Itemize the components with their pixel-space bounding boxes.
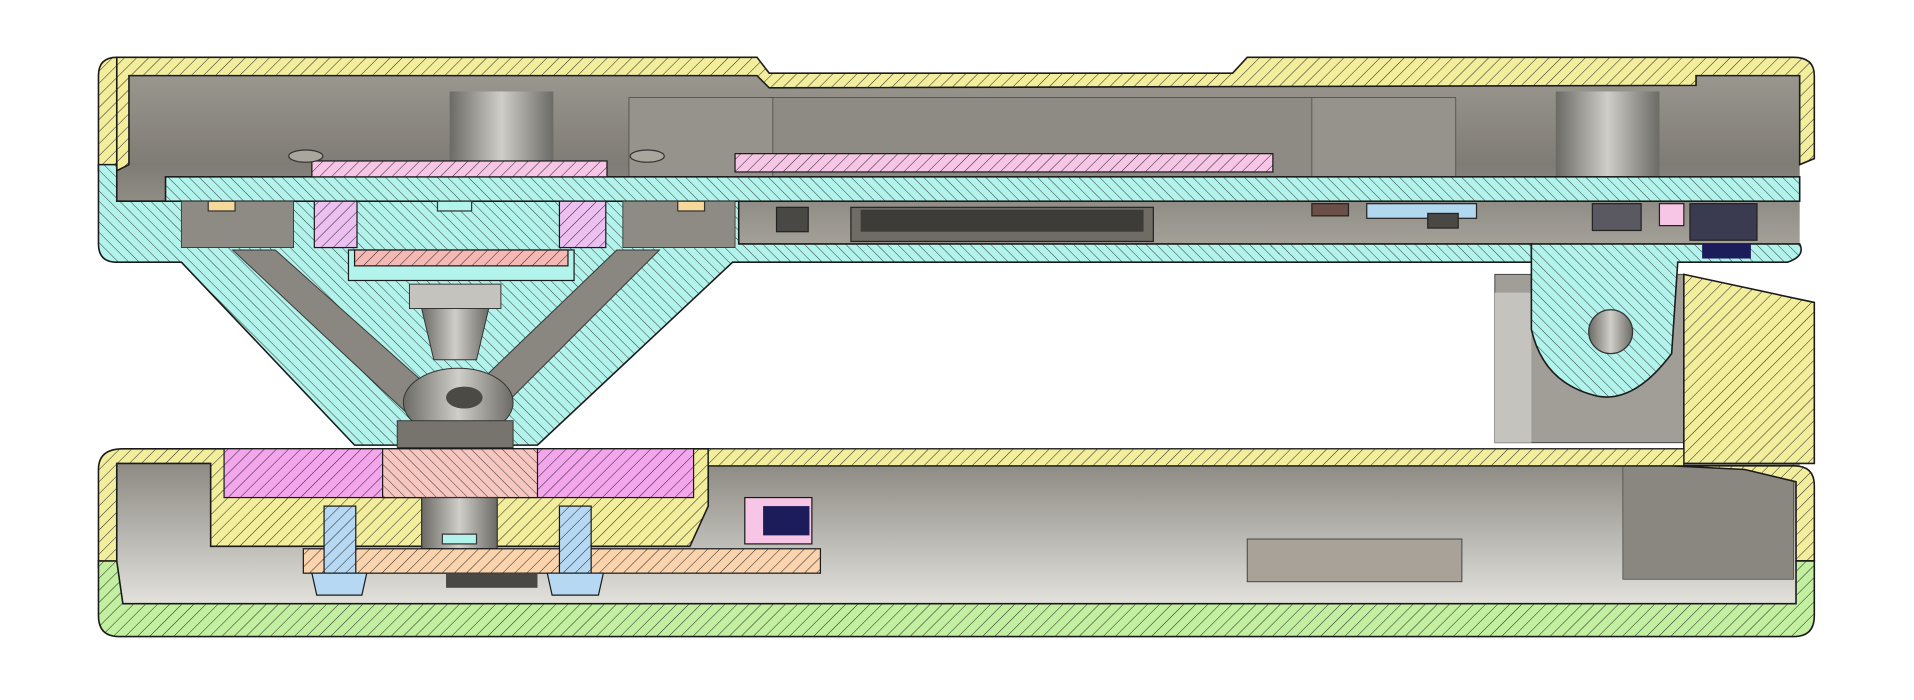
top-parts	[207, 149, 1758, 282]
screw-left	[311, 505, 368, 596]
top-housing	[97, 56, 1816, 173]
hinge-block	[1683, 273, 1816, 465]
lower-cavity	[116, 273, 1800, 604]
hinge-pin	[1588, 309, 1634, 355]
bottom-parts	[223, 448, 822, 596]
inner-frame	[97, 163, 1802, 449]
screw-right	[546, 505, 605, 596]
bottom-cover	[97, 560, 1816, 638]
